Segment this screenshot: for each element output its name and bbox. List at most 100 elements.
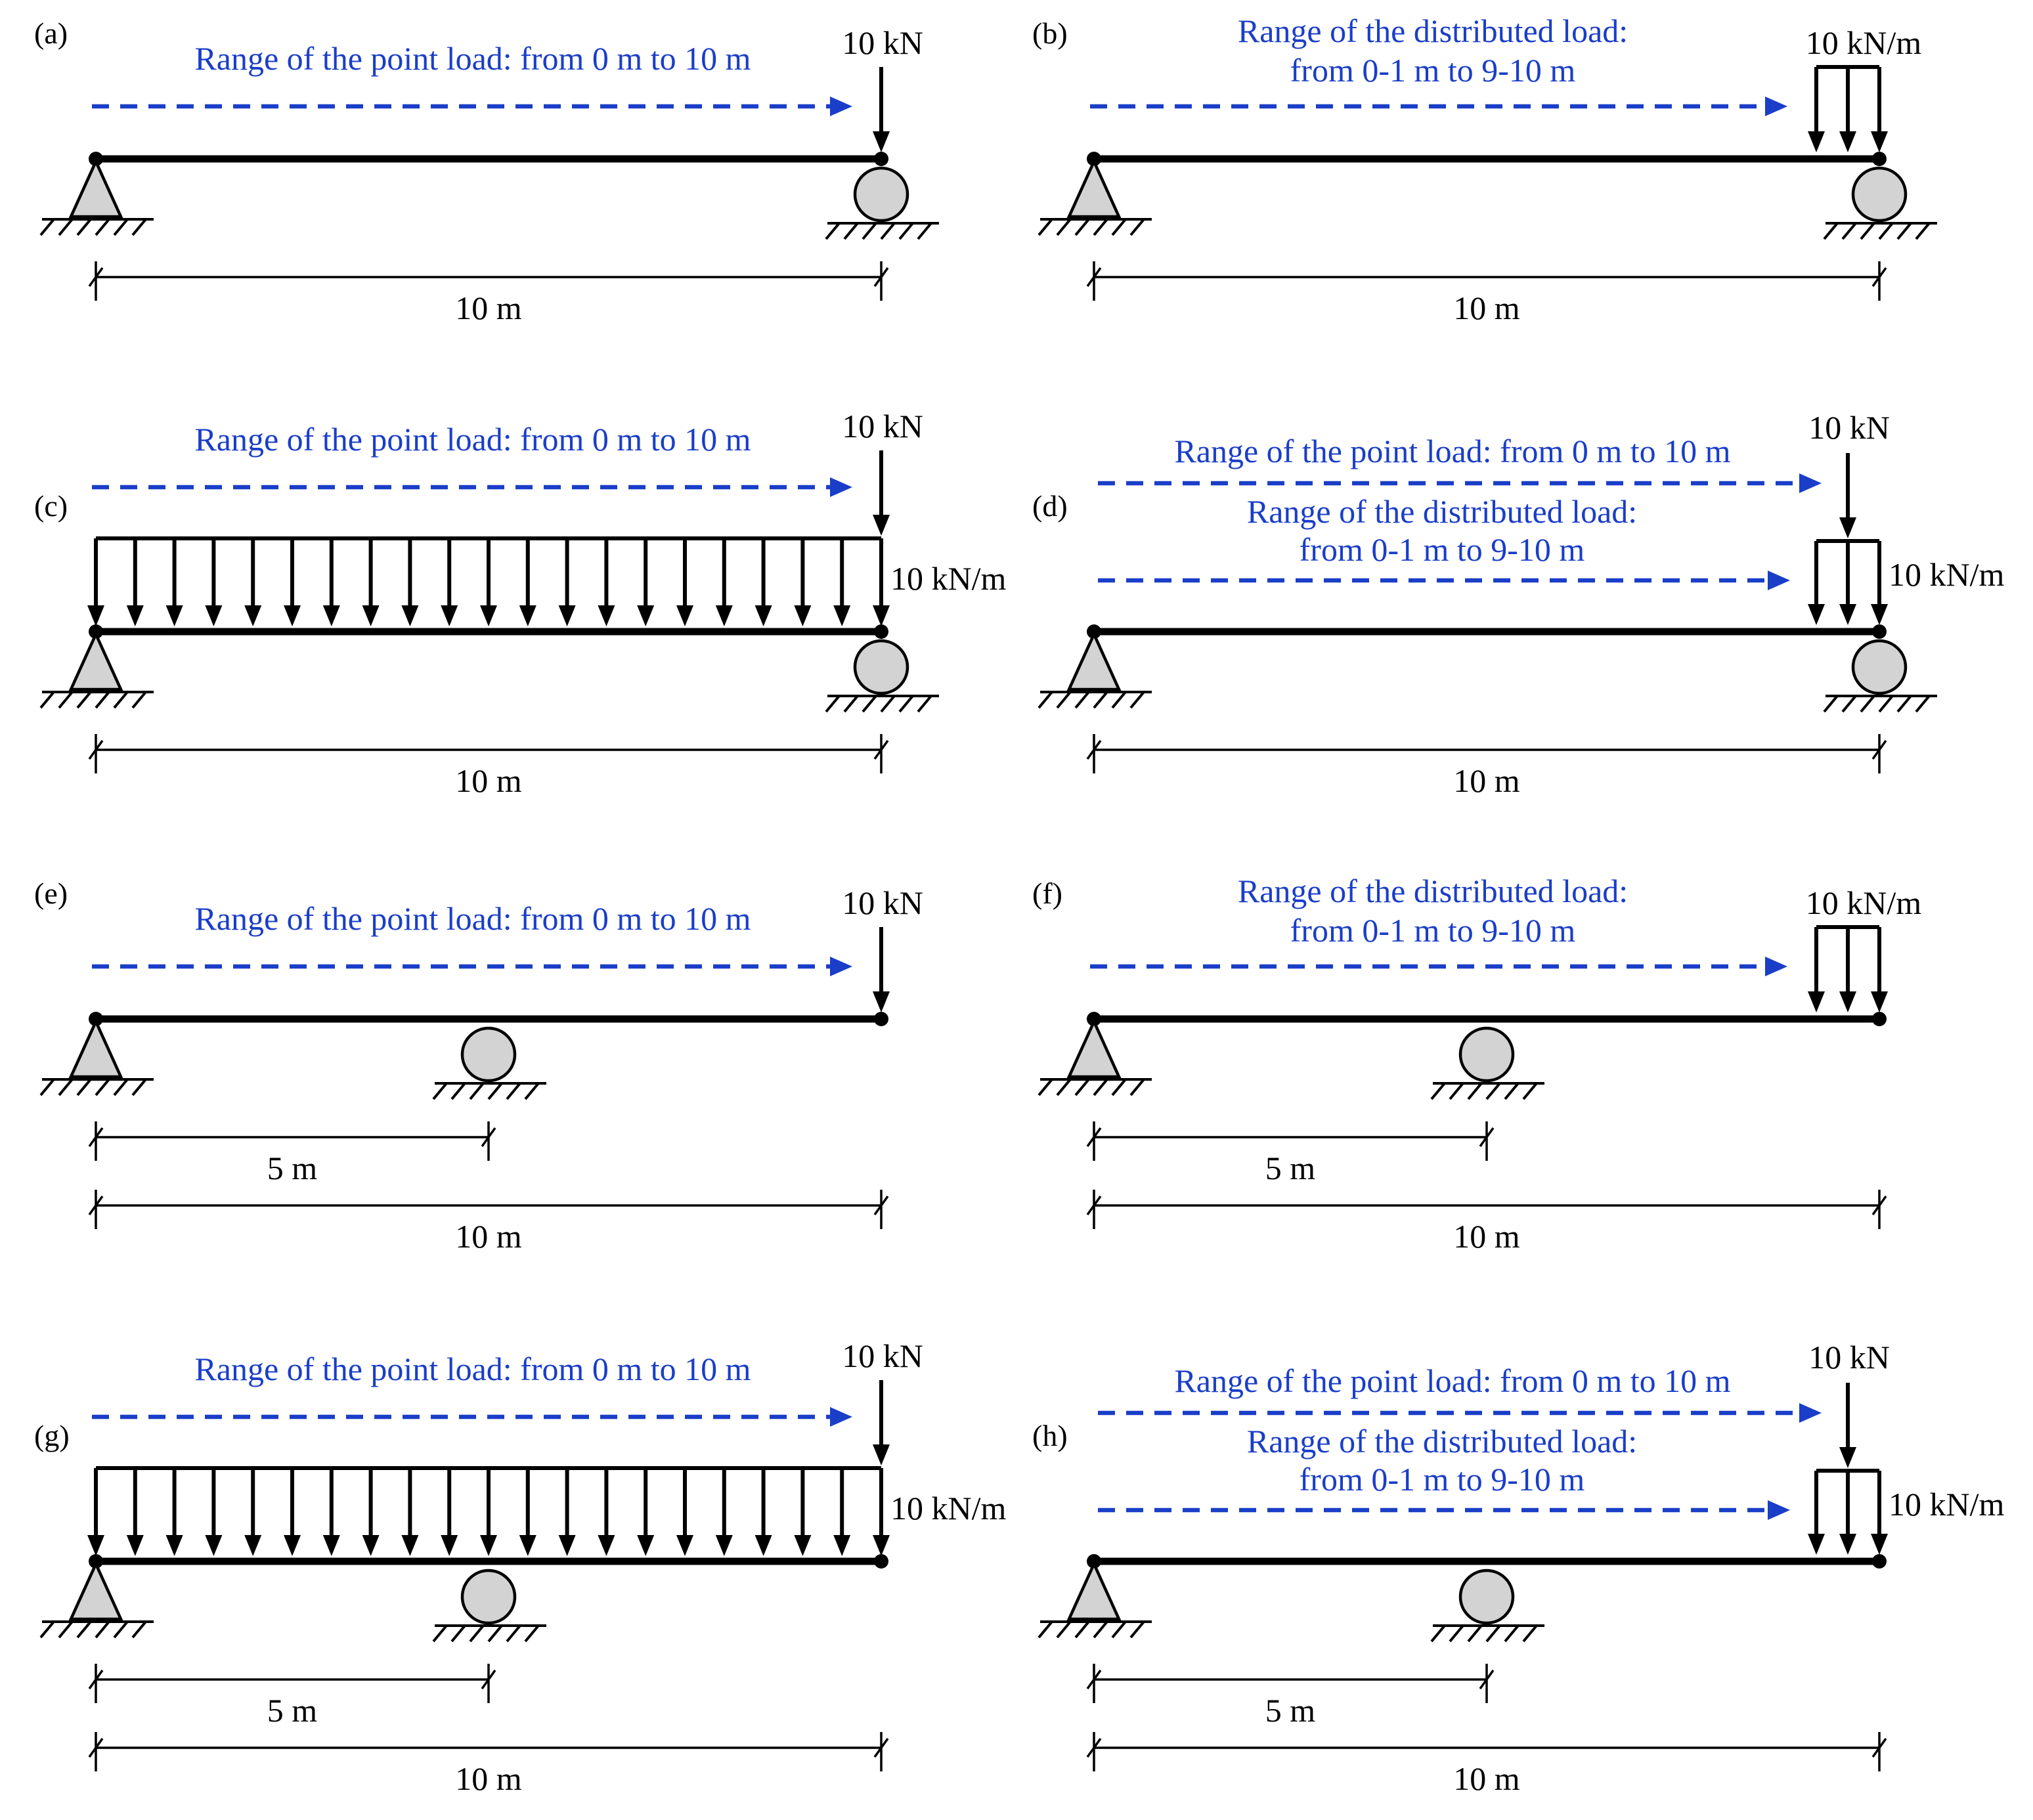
ground-hatch [1860, 695, 1875, 713]
pin-support [1066, 1560, 1122, 1621]
udl-arrow-head [165, 605, 183, 626]
ground-hatch [1504, 1624, 1519, 1643]
dimension-10m-tick [1871, 267, 1887, 288]
point-load-label: 10 kN [842, 884, 923, 921]
panel-label: (h) [1032, 1419, 1068, 1452]
ground-hatch [506, 1624, 521, 1643]
pin-support [68, 1560, 123, 1621]
dist-range-arrow-head [1768, 571, 1790, 590]
ground-hatch [39, 691, 55, 709]
dist-arrow-head [1839, 991, 1856, 1012]
ground-hatch [1056, 1078, 1072, 1096]
ground-hatch [487, 1082, 503, 1100]
dimension-5m-tick [88, 1127, 104, 1148]
ground-hatch [880, 695, 896, 713]
ground-hatch [1467, 1082, 1483, 1100]
udl-arrow-head [833, 605, 851, 626]
ground-hatch [1129, 691, 1145, 709]
udl-arrow-head [441, 1535, 458, 1556]
dimension-10m-tick [1871, 739, 1887, 760]
dist-arrow-head [1808, 604, 1825, 625]
udl-arrow-head [87, 605, 104, 626]
ground-hatch [1485, 1082, 1501, 1100]
dist-range-line2: from 0-1 m to 9-10 m [1290, 912, 1576, 949]
beam-node [874, 152, 888, 166]
ground-hatch [843, 695, 859, 713]
udl-arrow-head [558, 605, 576, 626]
dimension-10m-tick [88, 267, 104, 288]
point-load-arrow-head [1839, 1447, 1856, 1468]
dist-range-arrow-head [1765, 97, 1787, 116]
dist-range-line1: Range of the distributed load: [1247, 1423, 1637, 1460]
pin-support [68, 1018, 123, 1079]
dimension-5m-tick [88, 1669, 104, 1690]
dimension-10m-tick [1086, 1737, 1102, 1758]
dimension-10m-label: 10 m [1453, 290, 1520, 326]
ground-hatch [58, 1078, 74, 1096]
point-load-arrow-head [873, 515, 890, 536]
udl-arrow-head [126, 1535, 144, 1556]
ground-hatch [1915, 222, 1931, 240]
ground-hatch [1522, 1082, 1538, 1100]
point-range-arrow-head [830, 957, 852, 976]
dist-range-line1: Range of the distributed load: [1238, 873, 1628, 909]
panel-label: (a) [34, 16, 68, 50]
udl-arrow-head [558, 1535, 576, 1556]
roller-support [460, 1026, 517, 1083]
udl-label: 10 kN/m [890, 560, 1007, 597]
ground-hatch [1129, 218, 1145, 236]
dimension-10m-label: 10 m [455, 762, 522, 799]
udl-arrow-head [480, 1535, 497, 1556]
dimension-10m-tick [873, 1737, 889, 1758]
point-range-label: Range of the point load: from 0 m to 10 … [194, 900, 751, 937]
udl-arrow-head [598, 1535, 615, 1556]
ground-hatch [1129, 1078, 1145, 1096]
ground-hatch [1129, 1620, 1145, 1639]
dimension-10m-tick [873, 267, 889, 288]
ground-hatch [1056, 218, 1072, 236]
ground-hatch [131, 1620, 147, 1639]
ground-hatch [1074, 1078, 1090, 1096]
point-range-arrow-head [830, 477, 852, 497]
point-load-label: 10 kN [1808, 1339, 1890, 1376]
panel-label: (c) [34, 489, 68, 523]
dimension-5m-tick [1086, 1127, 1102, 1148]
dimension-10m-label: 10 m [455, 1218, 522, 1255]
ground-hatch [76, 218, 92, 236]
udl-arrow-head [794, 1535, 812, 1556]
udl-arrow-head [598, 605, 615, 626]
point-range-label: Range of the point load: from 0 m to 10 … [194, 40, 751, 77]
dimension-10m-tick [1086, 739, 1102, 760]
udl-arrow-head [165, 1535, 183, 1556]
udl-arrow-head [637, 1535, 655, 1556]
ground-hatch [862, 222, 877, 240]
dimension-5m-tick [481, 1669, 496, 1690]
udl-arrow-head [401, 605, 419, 626]
udl-label: 10 kN/m [890, 1490, 1007, 1527]
ground-hatch [1878, 222, 1894, 240]
ground-hatch [76, 691, 92, 709]
ground-hatch [39, 218, 55, 236]
beam-node [874, 1012, 888, 1026]
dist-range-line2: from 0-1 m to 9-10 m [1290, 52, 1576, 89]
ground-hatch [76, 1078, 92, 1096]
point-load-label: 10 kN [842, 1337, 923, 1374]
roller-support [1458, 1026, 1515, 1083]
ground-hatch [113, 691, 129, 709]
ground-hatch [1430, 1624, 1446, 1643]
ground-hatch [1074, 1620, 1090, 1639]
pin-support [68, 158, 123, 219]
point-load-arrow-head [873, 1444, 890, 1465]
ground-hatch [131, 691, 147, 709]
ground-hatch [524, 1082, 540, 1100]
udl-arrow-head [126, 605, 144, 626]
dimension-10m-label: 10 m [455, 290, 522, 326]
ground-hatch [880, 222, 896, 240]
ground-hatch [898, 222, 914, 240]
point-load-label: 10 kN [1808, 409, 1890, 446]
pin-support [1066, 158, 1122, 219]
dimension-10m-tick [1871, 1737, 1887, 1758]
ground-hatch [113, 1078, 129, 1096]
